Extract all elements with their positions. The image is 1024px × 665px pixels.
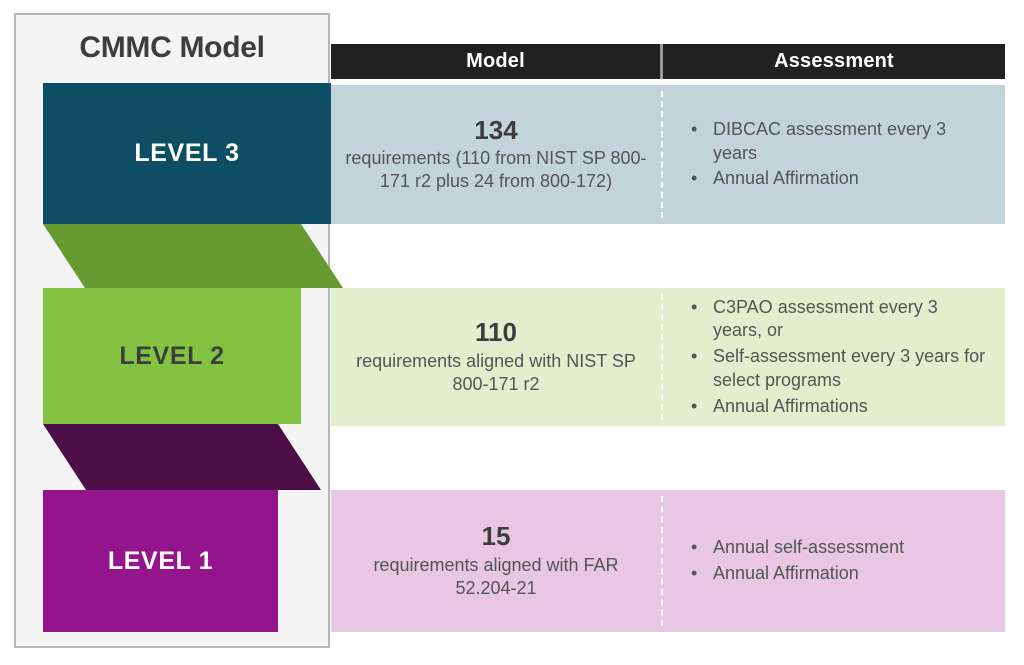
requirement-count: 110 [475, 317, 517, 348]
list-item-label: Self-assessment every 3 years for select… [713, 346, 986, 390]
list-item-label: Annual Affirmations [713, 395, 868, 416]
requirement-count: 134 [474, 114, 518, 145]
bullet-icon: • [691, 296, 698, 317]
row-column-divider [661, 294, 663, 420]
requirement-text: requirements (110 from NIST SP 800-171 r… [345, 148, 647, 192]
assessment-cell: • Annual self-assessment • Annual Affirm… [663, 490, 1005, 632]
list-item: • Annual Affirmations [689, 395, 987, 419]
list-item-label: Annual self-assessment [713, 537, 905, 558]
bullet-icon: • [691, 346, 698, 367]
assessment-list-level3: • DIBCAC assessment every 3 years • Annu… [689, 118, 987, 191]
table-row: 110 requirements aligned with NIST SP 80… [331, 288, 1005, 426]
column-header-assessment: Assessment [774, 50, 894, 72]
list-item: • C3PAO assessment every 3 years, or [689, 296, 987, 344]
table-header-row: Model Assessment [331, 44, 1005, 79]
assessment-list-level2: • C3PAO assessment every 3 years, or • S… [689, 296, 987, 419]
table-row: 134 requirements (110 from NIST SP 800-1… [331, 85, 1005, 224]
level-block-level-1: LEVEL 1 [43, 490, 278, 632]
level-block-level-2: LEVEL 2 [43, 288, 301, 424]
list-item: • Annual Affirmation [689, 562, 987, 586]
table-row: 15 requirements aligned with FAR 52.204-… [331, 490, 1005, 632]
bullet-icon: • [691, 395, 698, 416]
level-label: LEVEL 2 [119, 341, 225, 370]
level-block-level-3: LEVEL 3 [43, 83, 331, 224]
column-header-model: Model [466, 50, 525, 72]
bullet-icon: • [691, 563, 698, 583]
cmmc-table: Model Assessment 134 requirements (110 f… [331, 44, 1005, 632]
list-item-label: DIBCAC assessment every 3 years [713, 118, 947, 163]
assessment-cell: • C3PAO assessment every 3 years, or • S… [663, 288, 1005, 426]
header-column-divider [660, 44, 663, 79]
bullet-icon: • [691, 168, 698, 189]
row-column-divider [661, 91, 663, 218]
row-column-divider [661, 496, 663, 626]
list-item: • Self-assessment every 3 years for sele… [689, 345, 987, 393]
list-item-label: Annual Affirmation [713, 168, 859, 189]
requirement-count: 15 [481, 521, 511, 552]
bullet-icon: • [691, 118, 698, 139]
model-cell: 15 requirements aligned with FAR 52.204-… [331, 490, 661, 632]
list-item-label: Annual Affirmation [713, 563, 859, 583]
model-cell: 110 requirements aligned with NIST SP 80… [331, 288, 661, 426]
list-item: • Annual self-assessment [689, 536, 987, 560]
model-cell: 134 requirements (110 from NIST SP 800-1… [331, 85, 661, 224]
list-item-label: C3PAO assessment every 3 years, or [713, 296, 938, 341]
requirement-text: requirements aligned with NIST SP 800-17… [356, 350, 636, 394]
list-item: • Annual Affirmation [689, 167, 987, 191]
level-label: LEVEL 3 [134, 139, 240, 167]
assessment-cell: • DIBCAC assessment every 3 years • Annu… [663, 85, 1005, 224]
bullet-icon: • [691, 537, 698, 558]
page-title: CMMC Model [79, 31, 265, 64]
assessment-list-level1: • Annual self-assessment • Annual Affirm… [689, 536, 987, 586]
requirement-text: requirements aligned with FAR 52.204-21 [373, 554, 619, 598]
level-label: LEVEL 1 [107, 546, 214, 575]
list-item: • DIBCAC assessment every 3 years [689, 118, 987, 166]
